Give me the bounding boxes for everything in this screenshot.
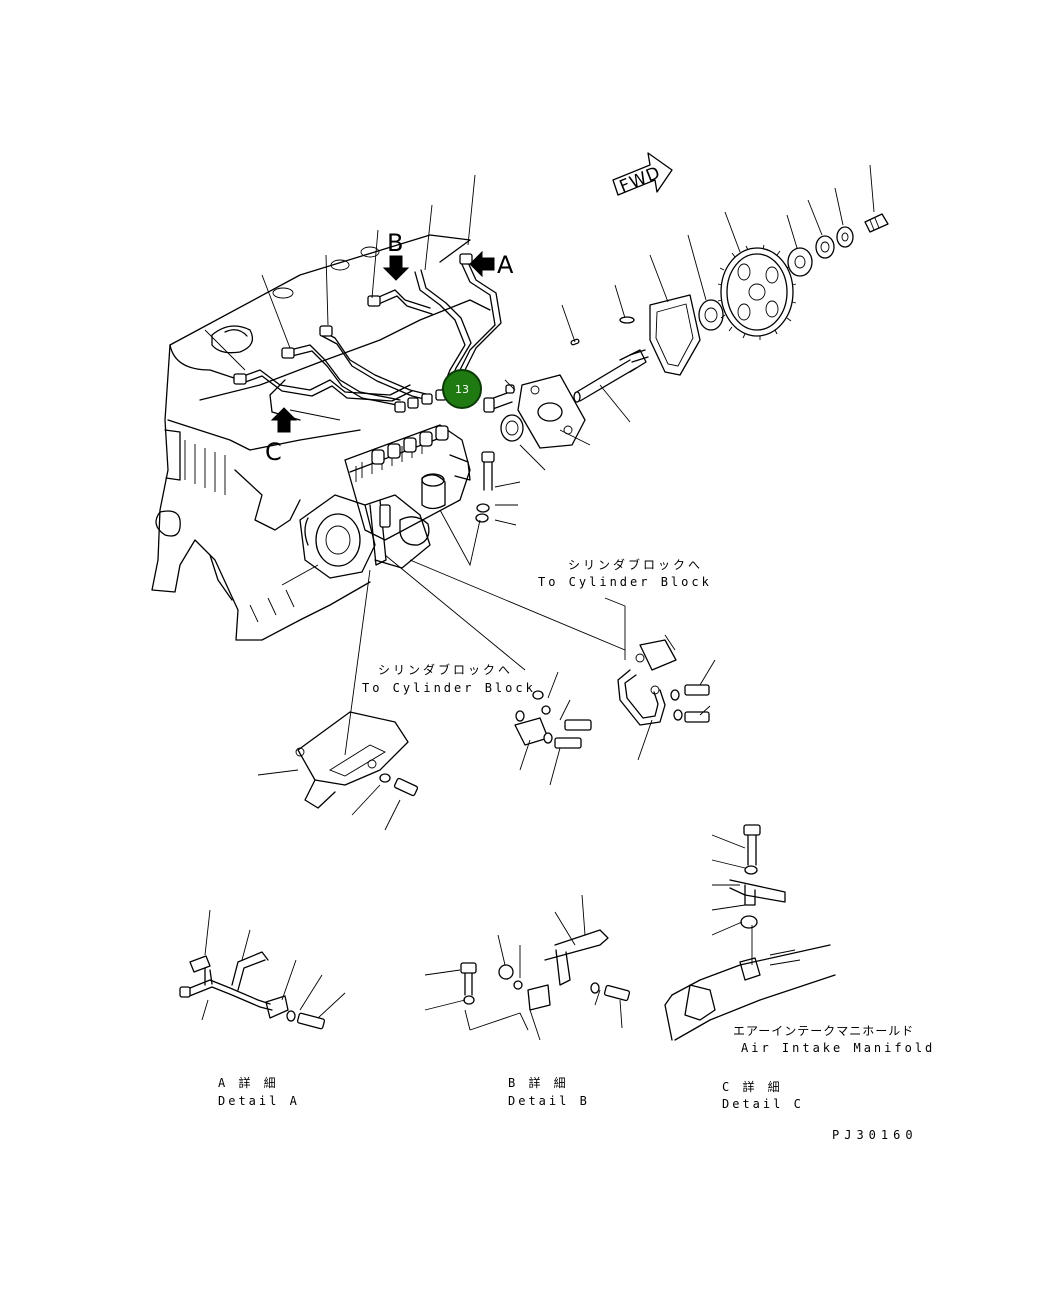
view-marker-b: B	[387, 229, 404, 257]
detail-b-title-jp: B 詳 細	[508, 1076, 569, 1090]
pipe-clamp-assembly	[617, 639, 710, 726]
view-marker-a: A	[497, 251, 514, 279]
engine-block	[151, 234, 491, 641]
detail-c-title-jp: C 詳 細	[722, 1080, 783, 1094]
injection-lines	[233, 253, 502, 421]
air-intake-manifold-en: Air Intake Manifold	[741, 1041, 936, 1055]
view-arrows	[270, 250, 495, 433]
pump-bracket	[295, 711, 419, 809]
gear-train	[500, 213, 889, 449]
to-cylinder-block-jp-2: シリンダブロックへ	[378, 663, 514, 677]
fwd-arrow	[612, 152, 673, 196]
detail-b-title-en: Detail B	[508, 1094, 590, 1108]
to-cylinder-block-en-1: To Cylinder Block	[538, 575, 712, 589]
leader-lines	[204, 164, 875, 831]
fasteners	[475, 384, 515, 523]
detail-a-drawing	[179, 909, 346, 1030]
detail-a-title-en: Detail A	[218, 1094, 300, 1108]
air-intake-manifold-jp: エアーインテークマニホールド	[733, 1024, 915, 1038]
injection-pump	[299, 424, 471, 579]
to-cylinder-block-jp-1: シリンダブロックへ	[568, 558, 704, 572]
detail-c-drawing	[664, 824, 836, 1041]
part-callout-13[interactable]: 13	[442, 369, 482, 409]
detail-b-drawing	[424, 894, 631, 1041]
center-clamp	[514, 690, 592, 749]
view-marker-c: C	[265, 438, 282, 466]
to-cylinder-block-en-2: To Cylinder Block	[362, 681, 536, 695]
detail-a-title-jp: A 詳 細	[218, 1076, 279, 1090]
detail-c-title-en: Detail C	[722, 1097, 804, 1111]
drawing-number: PJ30160	[832, 1128, 918, 1142]
